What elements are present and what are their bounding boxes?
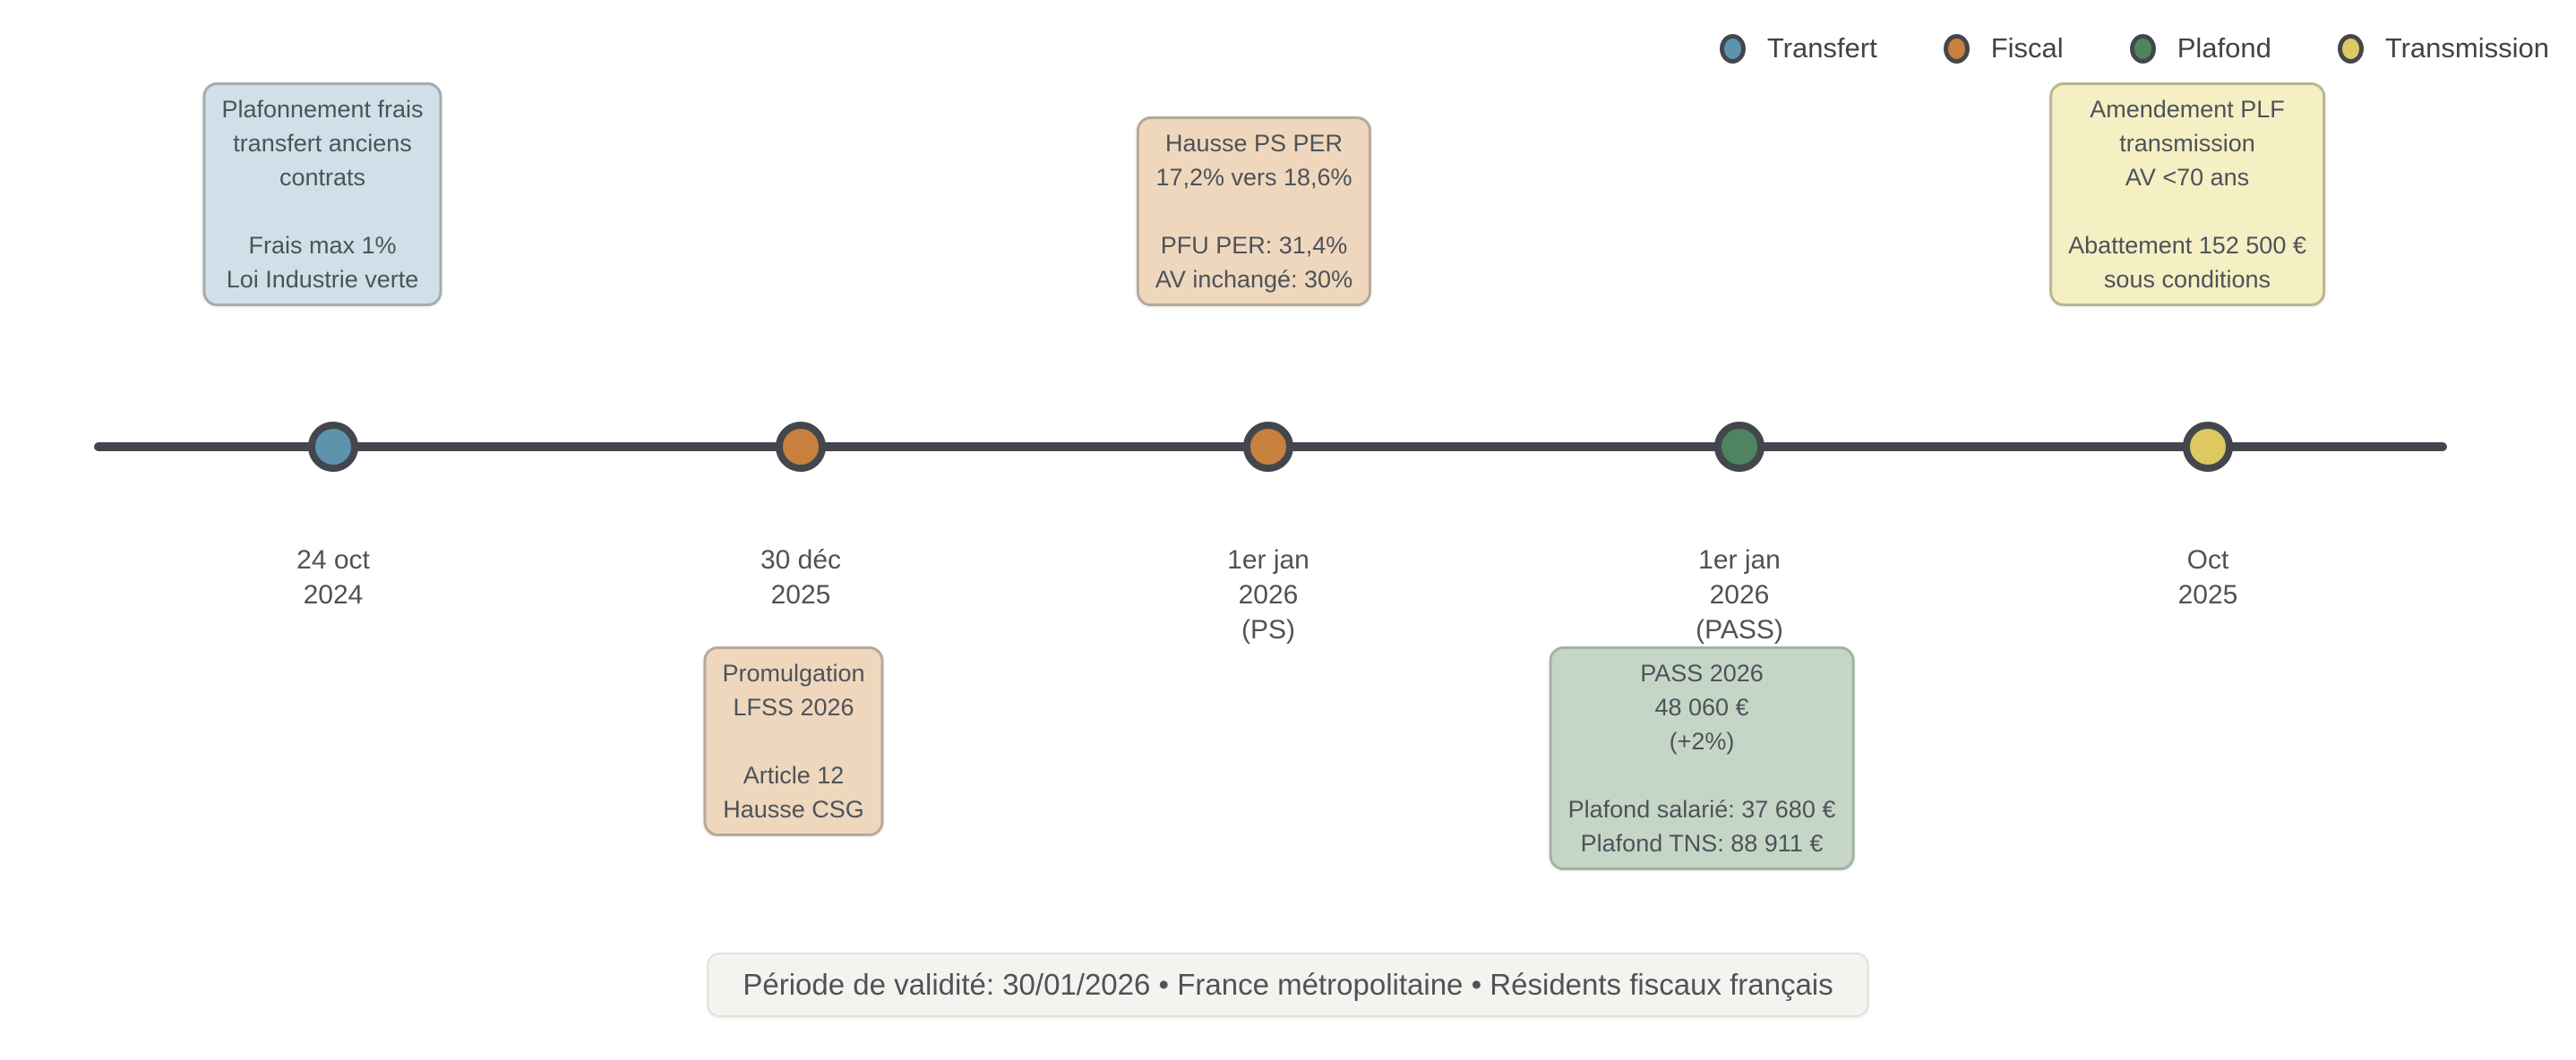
legend-item-fiscal: Fiscal: [1943, 32, 2064, 64]
transfert-dot-icon: [1719, 33, 1746, 64]
date-line: 1er jan: [1227, 545, 1309, 575]
node-transmission-icon: [2183, 422, 2233, 472]
transmission-dot-icon: [2337, 33, 2364, 64]
date-label-plafond-pass: 1er jan 2026 (PASS): [1696, 543, 1783, 647]
card-line: Plafonnement frais: [221, 96, 424, 123]
date-line: 1er jan: [1698, 545, 1781, 575]
card-plafonnement-frais: Plafonnement frais transfert anciens con…: [202, 82, 442, 306]
legend-label-fiscal: Fiscal: [1990, 32, 2064, 64]
plafond-dot-icon: [2129, 33, 2156, 64]
card-line: Plafond salarié: 37 680 €: [1567, 796, 1836, 823]
legend-label-transfert: Transfert: [1766, 32, 1877, 64]
date-line: (PASS): [1696, 615, 1783, 645]
card-line: Article 12: [743, 762, 845, 789]
legend-item-transfert: Transfert: [1719, 32, 1877, 64]
card-line: [221, 194, 423, 228]
card-line: AV <70 ans: [2125, 164, 2250, 191]
card-line: transmission: [2119, 130, 2255, 157]
legend-label-transmission: Transmission: [2384, 32, 2549, 64]
node-transfert-icon: [308, 422, 358, 472]
card-hausse-ps-per: Hausse PS PER 17,2% vers 18,6% PFU PER: …: [1136, 116, 1372, 306]
date-line: 24 oct: [296, 545, 370, 575]
card-line: Promulgation: [722, 660, 865, 687]
card-line: [1568, 758, 1836, 792]
card-line: AV inchangé: 30%: [1155, 266, 1353, 293]
card-line: (+2%): [1669, 728, 1735, 755]
legend-item-plafond: Plafond: [2129, 32, 2271, 64]
legend-label-plafond: Plafond: [2177, 32, 2271, 64]
date-line: Oct: [2186, 545, 2229, 575]
card-line: PFU PER: 31,4%: [1160, 232, 1348, 259]
validity-footer: Période de validité: 30/01/2026 • France…: [707, 953, 1869, 1017]
date-line: 2026: [1238, 580, 1299, 610]
card-line: transfert anciens: [233, 130, 412, 157]
date-label-transmission: Oct 2025: [2178, 543, 2238, 612]
card-promulgation-lfss: Promulgation LFSS 2026 Article 12 Hausse…: [703, 646, 884, 836]
card-line: Amendement PLF: [2090, 96, 2285, 123]
card-line: [722, 724, 864, 758]
legend: Transfert Fiscal Plafond Transmission: [1719, 32, 2549, 64]
card-pass-2026: PASS 2026 48 060 € (+2%) Plafond salarié…: [1549, 646, 1855, 870]
card-line: Frais max 1%: [248, 232, 397, 259]
date-line: 2026: [1709, 580, 1770, 610]
card-line: LFSS 2026: [733, 694, 854, 721]
card-line: Loi Industrie verte: [226, 266, 419, 293]
card-line: [2068, 194, 2306, 228]
card-line: Hausse CSG: [723, 796, 864, 823]
card-line: sous conditions: [2103, 266, 2271, 293]
fiscal-dot-icon: [1943, 33, 1970, 64]
date-label-fiscal-lfss: 30 déc 2025: [760, 543, 841, 612]
date-line: (PS): [1241, 615, 1295, 645]
card-line: [1155, 194, 1352, 228]
date-label-fiscal-ps: 1er jan 2026 (PS): [1227, 543, 1309, 647]
card-line: 48 060 €: [1654, 694, 1749, 721]
legend-item-transmission: Transmission: [2337, 32, 2549, 64]
card-line: 17,2% vers 18,6%: [1155, 164, 1352, 191]
card-line: Abattement 152 500 €: [2068, 232, 2306, 259]
node-plafond-pass-icon: [1714, 422, 1765, 472]
node-fiscal-lfss-icon: [776, 422, 826, 472]
date-line: 30 déc: [760, 545, 842, 575]
date-line: 2025: [770, 580, 831, 610]
date-line: 2025: [2177, 580, 2238, 610]
node-fiscal-ps-icon: [1243, 422, 1293, 472]
date-label-transfert: 24 oct 2024: [296, 543, 370, 612]
card-line: Plafond TNS: 88 911 €: [1580, 830, 1824, 857]
card-amendement-plf: Amendement PLF transmission AV <70 ans A…: [2049, 82, 2325, 306]
card-line: PASS 2026: [1640, 660, 1764, 687]
card-line: contrats: [279, 164, 366, 191]
card-line: Hausse PS PER: [1164, 130, 1344, 157]
date-line: 2024: [303, 580, 364, 610]
